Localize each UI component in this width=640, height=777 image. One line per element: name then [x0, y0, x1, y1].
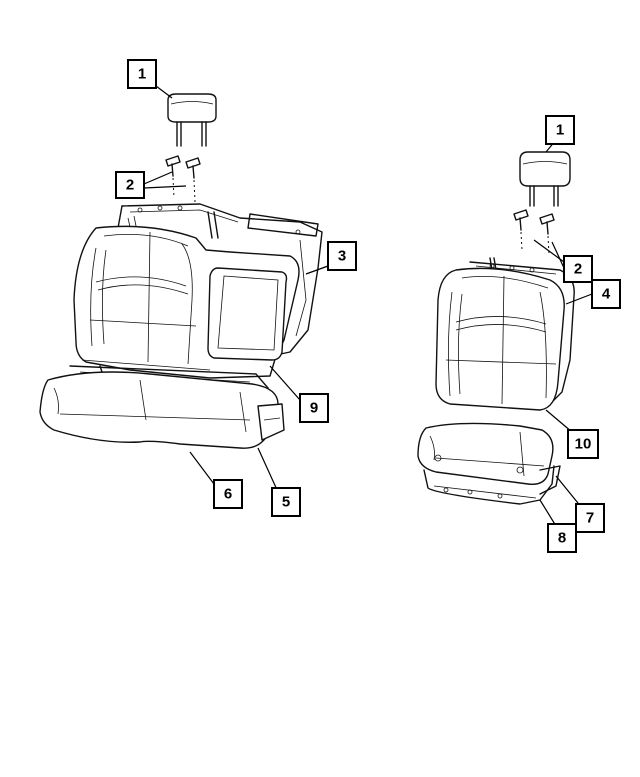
left-headrest-guides: [165, 155, 201, 203]
callout-label: 5: [282, 494, 290, 511]
callout-label: 10: [575, 436, 592, 453]
callout-3: 3: [327, 241, 357, 271]
callout-5: 5: [271, 487, 301, 517]
right-seat-cushion-frame: [423, 465, 561, 505]
callout-label: 2: [126, 177, 134, 194]
callout-label: 9: [310, 400, 318, 417]
callout-8: 8: [547, 523, 577, 553]
callout-1-right: 1: [545, 115, 575, 145]
left-seatback-frame: [117, 203, 323, 359]
callout-label: 6: [224, 486, 232, 503]
callout-2-left: 2: [115, 171, 145, 199]
callout-4: 4: [591, 279, 621, 309]
left-seatback-cover: [73, 225, 300, 379]
callout-label: 1: [556, 122, 564, 139]
right-headrest-guides: [513, 209, 555, 255]
callout-label: 4: [602, 286, 611, 303]
right-headrest: [519, 151, 571, 207]
callout-label: 3: [338, 248, 346, 265]
callout-1-left: 1: [127, 59, 157, 89]
callout-2-right: 2: [563, 255, 593, 283]
right-seatback-cover: [435, 267, 565, 411]
callout-6: 6: [213, 479, 243, 509]
callout-7: 7: [575, 503, 605, 533]
right-seat-cushion: [417, 422, 554, 485]
callout-label: 1: [138, 66, 146, 83]
callout-10: 10: [567, 429, 599, 459]
callout-label: 8: [558, 530, 566, 547]
left-headrest: [167, 93, 217, 147]
left-seat-cushion: [39, 371, 285, 449]
leader-lines: [143, 85, 593, 527]
callout-label: 7: [586, 510, 594, 527]
callout-label: 2: [574, 261, 582, 278]
callout-9: 9: [299, 393, 329, 423]
